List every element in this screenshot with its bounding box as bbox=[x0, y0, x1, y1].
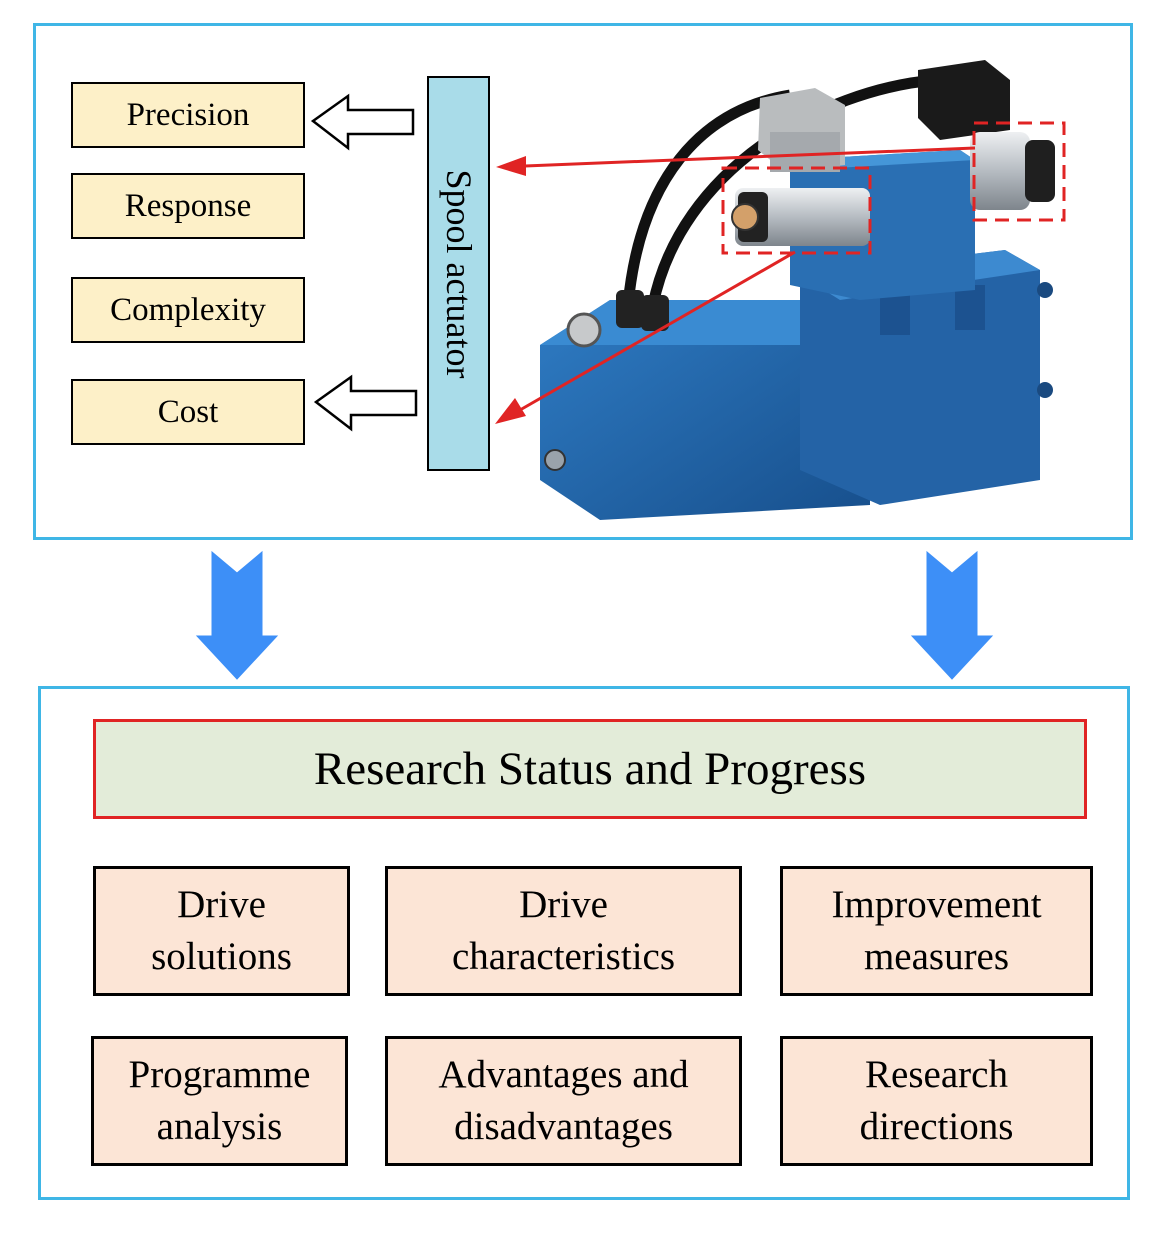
topic-line: Advantages and bbox=[438, 1053, 689, 1096]
topic-line: analysis bbox=[156, 1105, 283, 1148]
factor-cost: Cost bbox=[71, 379, 305, 445]
topic-research-directions: Research directions bbox=[780, 1036, 1093, 1166]
actuator-label: Spool actuator bbox=[438, 169, 479, 378]
topic-line: Research bbox=[865, 1053, 1008, 1096]
factor-label: Cost bbox=[157, 393, 219, 430]
topic-improvement-measures: Improvement measures bbox=[780, 866, 1093, 996]
topic-line: characteristics bbox=[451, 935, 676, 978]
factor-response: Response bbox=[71, 173, 305, 239]
topic-advantages-disadvantages: Advantages and disadvantages bbox=[385, 1036, 742, 1166]
factor-complexity: Complexity bbox=[71, 277, 305, 343]
research-header: Research Status and Progress bbox=[93, 719, 1087, 819]
topic-line: Improvement bbox=[831, 883, 1042, 926]
topic-line: Drive bbox=[519, 883, 608, 926]
top-panel bbox=[33, 23, 1133, 540]
topic-line: Drive bbox=[177, 883, 266, 926]
down-arrow-icon bbox=[195, 550, 279, 680]
header-text: Research Status and Progress bbox=[313, 743, 867, 795]
topic-line: Programme bbox=[128, 1053, 311, 1096]
factor-label: Complexity bbox=[110, 291, 266, 328]
factor-label: Response bbox=[124, 187, 252, 224]
topic-drive-solutions: Drive solutions bbox=[93, 866, 350, 996]
bottom-panel bbox=[38, 686, 1130, 1200]
topic-line: solutions bbox=[151, 935, 292, 978]
factor-precision: Precision bbox=[71, 82, 305, 148]
topic-line: directions bbox=[859, 1105, 1014, 1148]
spool-actuator-box: Spool actuator bbox=[427, 76, 490, 471]
factor-label: Precision bbox=[126, 96, 250, 133]
topic-drive-characteristics: Drive characteristics bbox=[385, 866, 742, 996]
topic-line: disadvantages bbox=[454, 1105, 673, 1148]
down-arrow-icon bbox=[910, 550, 994, 680]
topic-programme-analysis: Programme analysis bbox=[91, 1036, 348, 1166]
topic-line: measures bbox=[863, 935, 1010, 978]
